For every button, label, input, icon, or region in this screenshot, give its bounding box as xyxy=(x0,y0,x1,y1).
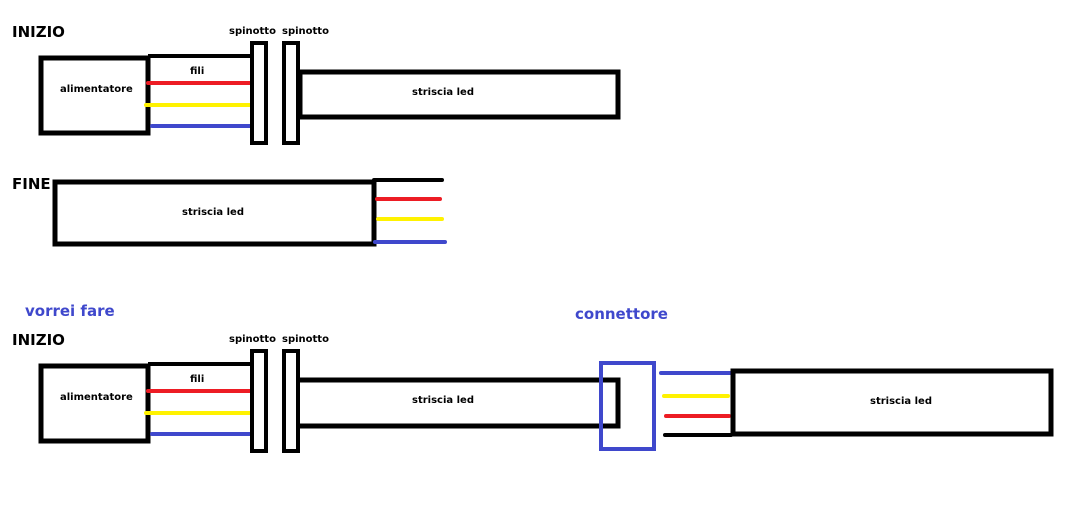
section-end: FINE striscia led xyxy=(12,175,447,247)
led-strip-2 xyxy=(730,368,1054,437)
power-supply-label: alimentatore xyxy=(60,84,133,95)
connector xyxy=(599,361,656,451)
led-strip-label: striscia led xyxy=(182,207,244,218)
section-start-title: INIZIO xyxy=(12,23,65,41)
power-supply-label: alimentatore xyxy=(60,392,133,403)
power-supply-box xyxy=(38,363,151,444)
section-wish: vorrei fare INIZIO alimentatore fili spi… xyxy=(12,302,1054,453)
plug1 xyxy=(250,349,268,453)
section-wish-title: INIZIO xyxy=(12,331,65,349)
led-strip-2-label: striscia led xyxy=(870,396,932,407)
plug1-label: spinotto xyxy=(229,26,276,37)
led-strip-1-label: striscia led xyxy=(412,395,474,406)
section-start: INIZIO alimentatore fili spinotto spinot… xyxy=(12,23,621,145)
plug2 xyxy=(282,41,300,145)
led-strip-label: striscia led xyxy=(412,87,474,98)
plug2-label: spinotto xyxy=(282,26,329,37)
plug2-label: spinotto xyxy=(282,334,329,345)
plug1 xyxy=(250,41,268,145)
wires-label: fili xyxy=(190,374,204,385)
section-wish-heading: vorrei fare xyxy=(25,302,115,320)
plug1-label: spinotto xyxy=(229,334,276,345)
led-strip xyxy=(297,69,621,120)
section-end-title: FINE xyxy=(12,175,51,193)
wires-label: fili xyxy=(190,66,204,77)
led-strip xyxy=(52,179,377,247)
led-strip-1 xyxy=(300,377,621,429)
connector-label: connettore xyxy=(575,305,668,323)
plug2 xyxy=(282,349,300,453)
power-supply-box xyxy=(38,55,151,136)
